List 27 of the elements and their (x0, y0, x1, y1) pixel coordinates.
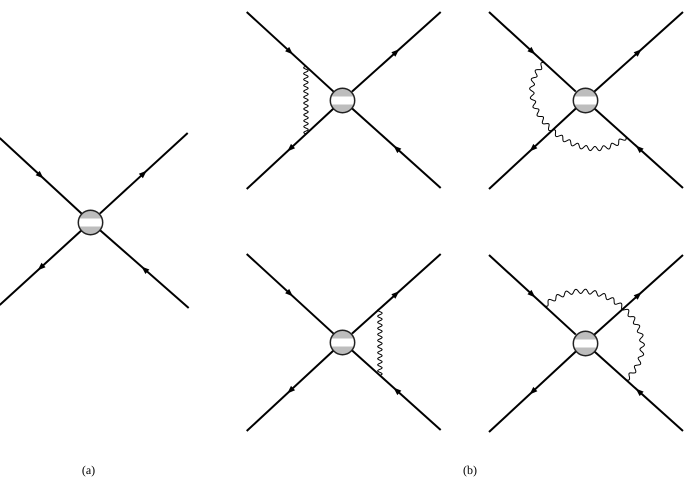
vertex-circle (329, 328, 356, 356)
vertex-circle (572, 86, 598, 114)
panel-label: (b) (463, 463, 477, 477)
arrow-line (99, 132, 188, 214)
panel-label: (a) (82, 463, 96, 477)
arrow-line (246, 108, 334, 190)
arrow-line (594, 108, 684, 189)
arrow-line (488, 108, 576, 190)
arrow-line (246, 253, 334, 334)
vertex-circle (572, 330, 598, 356)
arrow-line (351, 253, 442, 334)
arrow-line (351, 11, 442, 92)
vertex-circle (329, 86, 356, 114)
arrow-line (0, 230, 82, 306)
arrow-line (99, 229, 190, 309)
arrow-line (246, 11, 334, 92)
arrow-line (0, 137, 82, 214)
arrow-line (594, 254, 684, 336)
arrow-line (594, 11, 684, 92)
arrow-line (488, 254, 576, 336)
arrow-line (246, 350, 334, 432)
arrow-line (351, 350, 442, 431)
arrow-line (488, 11, 576, 92)
arrow-line (594, 350, 684, 432)
arrow-line (351, 108, 442, 189)
arrow-line (488, 350, 576, 433)
vertex-circle (77, 208, 104, 236)
